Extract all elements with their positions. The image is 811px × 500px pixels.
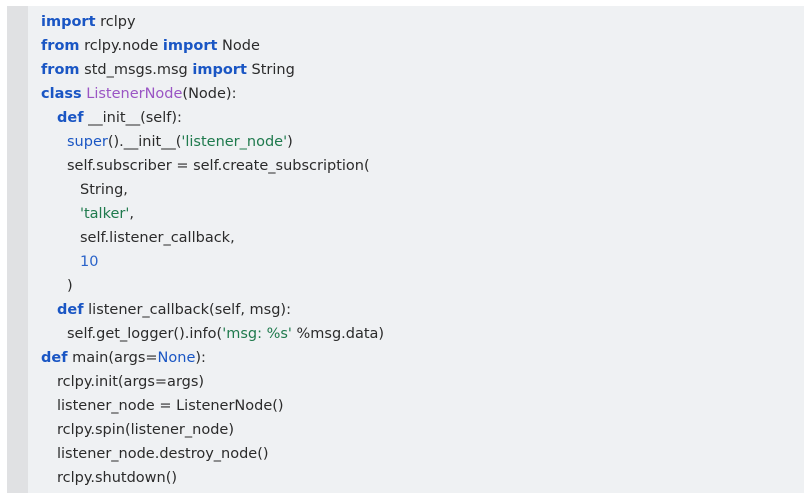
code-token-str: 'talker'	[80, 206, 130, 222]
code-token-plain: ().__init__(	[107, 134, 182, 150]
code-token-plain: rclpy.init(args=args)	[57, 374, 205, 390]
code-token-plain: self.get_logger().info(	[67, 326, 223, 342]
code-token-plain: listener_node = ListenerNode()	[57, 398, 284, 414]
code-line: self.listener_callback,	[28, 226, 384, 250]
code-line: def __init__(self):	[28, 106, 384, 130]
code-token-plain: String	[246, 62, 295, 78]
code-token-kw: def	[57, 110, 84, 126]
code-token-kw: def	[41, 350, 68, 366]
code-token-plain: rclpy.shutdown()	[57, 470, 178, 486]
code-line: listener_node.destroy_node()	[28, 442, 384, 466]
code-line: self.subscriber = self.create_subscripti…	[28, 154, 384, 178]
code-token-plain: rclpy.spin(listener_node)	[57, 422, 234, 438]
code-token-plain: self.subscriber = self.create_subscripti…	[67, 158, 370, 174]
code-token-kw: import	[41, 14, 96, 30]
code-line: from rclpy.node import Node	[28, 34, 384, 58]
code-line: rclpy.shutdown()	[28, 466, 384, 490]
code-token-kw: import	[162, 38, 218, 54]
code-token-plain: listener_callback(self, msg):	[83, 302, 291, 318]
code-token-plain: listener_node.destroy_node()	[57, 446, 269, 462]
code-line: )	[28, 274, 384, 298]
code-token-plain: __init__(self):	[83, 110, 182, 126]
code-line: from std_msgs.msg import String	[28, 58, 384, 82]
code-token-kw: class	[41, 86, 82, 102]
code-line: class ListenerNode(Node):	[28, 82, 384, 106]
code-token-plain: rclpy.node	[79, 38, 163, 54]
code-token-kw: from	[41, 38, 80, 54]
code-line: rclpy.init(args=args)	[28, 370, 384, 394]
code-token-class: ListenerNode	[86, 86, 183, 102]
code-token-plain: String,	[80, 182, 128, 198]
code-token-num: 10	[80, 254, 99, 270]
code-token-builtin: None	[157, 350, 196, 366]
code-token-plain: ):	[195, 350, 206, 366]
code-token-plain: )	[67, 278, 73, 294]
code-token-plain: self.listener_callback,	[80, 230, 235, 246]
code-token-kw: def	[57, 302, 84, 318]
code-token-builtin: super	[67, 134, 108, 150]
code-line: super().__init__('listener_node')	[28, 130, 384, 154]
code-gutter	[7, 6, 28, 493]
code-line: import rclpy	[28, 10, 384, 34]
code-token-plain: (Node):	[182, 86, 237, 102]
code-line: 10	[28, 250, 384, 274]
code-token-kw: import	[192, 62, 247, 78]
code-token-str: 'msg: %s'	[222, 326, 292, 342]
code-token-plain: )	[287, 134, 293, 150]
code-line: def main(args=None):	[28, 346, 384, 370]
code-token-plain: std_msgs.msg	[79, 62, 193, 78]
code-line: 'talker',	[28, 202, 384, 226]
code-line: String,	[28, 178, 384, 202]
code-token-plain: %msg.data)	[291, 326, 385, 342]
code-token-str: 'listener_node'	[181, 134, 288, 150]
code-line: listener_node = ListenerNode()	[28, 394, 384, 418]
code-token-plain: main(args=	[67, 350, 158, 366]
code-line: def listener_callback(self, msg):	[28, 298, 384, 322]
code-token-plain: Node	[217, 38, 260, 54]
code-token-plain: rclpy	[95, 14, 136, 30]
code-token-plain: ,	[129, 206, 134, 222]
code-line: rclpy.spin(listener_node)	[28, 418, 384, 442]
code-line: self.get_logger().info('msg: %s' %msg.da…	[28, 322, 384, 346]
code-token-kw: from	[41, 62, 80, 78]
